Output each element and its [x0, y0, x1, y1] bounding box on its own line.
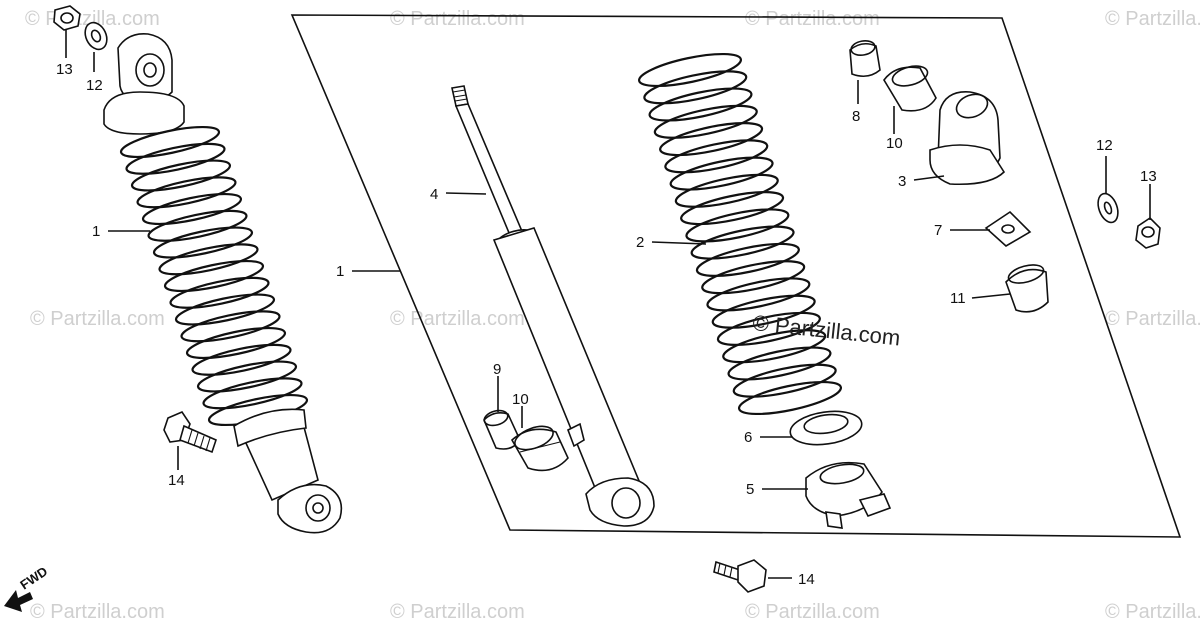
spring-coil: [701, 260, 806, 295]
callout-8: 8: [852, 108, 860, 125]
washer-icon[interactable]: [1094, 191, 1121, 225]
spring-coil: [202, 377, 303, 410]
spring-coil: [637, 52, 743, 88]
spring-coil: [659, 122, 764, 157]
spring-adjuster-icon[interactable]: [805, 461, 892, 529]
spring-coil: [706, 277, 811, 312]
spring-coil: [711, 294, 816, 329]
assembled-shock-absorber[interactable]: [103, 32, 343, 534]
callout-1: 1: [336, 263, 344, 280]
arrow-icon: [4, 590, 33, 612]
callout-labels: 1 1 2 3 4 5 6 7 8 9 10 10 11 12 12 13 13…: [56, 61, 1157, 588]
spring-coil: [180, 310, 281, 343]
spring-coil: [669, 156, 774, 191]
watermark: © Partzilla.com: [745, 601, 880, 623]
callout-4: 4: [430, 186, 438, 203]
spring-seat-icon[interactable]: [788, 407, 864, 449]
spring-coil: [674, 173, 779, 208]
coil-spring: [119, 125, 309, 427]
spring-coil: [643, 70, 748, 105]
damper-unit[interactable]: [451, 85, 655, 527]
callout-12: 12: [86, 77, 103, 94]
leader-lines: [65, 30, 1151, 579]
spring-coil: [152, 226, 254, 259]
callout-9: 9: [493, 361, 501, 378]
washer-icon[interactable]: [81, 19, 111, 53]
spring-coil: [196, 360, 298, 393]
lock-nut-icon[interactable]: [53, 5, 81, 31]
spring-coil: [125, 142, 226, 175]
spring-coil: [648, 87, 753, 122]
spring-coil: [147, 209, 248, 242]
spring-coil: [185, 326, 287, 360]
fwd-label: FWD: [17, 563, 50, 592]
watermark: © Partzilla.com: [1105, 308, 1200, 330]
spring-coil: [130, 159, 232, 192]
spring-coil: [664, 139, 769, 174]
watermark: © Partzilla.com: [745, 8, 880, 30]
spring-coil: [158, 243, 259, 276]
callout-6: 6: [744, 429, 752, 446]
bolt-icon[interactable]: [713, 559, 767, 593]
callout-14: 14: [798, 571, 815, 588]
spring-coil: [141, 192, 243, 226]
spring-coil: [119, 125, 221, 159]
watermark: © Partzilla.com: [30, 308, 165, 330]
spring-coil: [680, 191, 785, 226]
callout-11: 11: [950, 290, 966, 307]
callout-13: 13: [56, 61, 73, 78]
exploded-view-frame: [290, 14, 1182, 538]
spring-coil: [169, 276, 270, 309]
spring-coil: [191, 343, 292, 376]
callout-1: 1: [92, 223, 100, 240]
callout-7: 7: [934, 222, 942, 239]
spring-coil: [727, 346, 832, 381]
callout-12: 12: [1096, 137, 1113, 154]
bushing-icon[interactable]: [883, 63, 937, 112]
callout-5: 5: [746, 481, 754, 498]
callout-2: 2: [636, 234, 644, 251]
upper-mount-icon[interactable]: [929, 90, 1006, 186]
rubber-bushing-icon[interactable]: [1005, 262, 1049, 313]
callout-10: 10: [886, 135, 903, 152]
watermark-layer: © Partzilla.com © Partzilla.com © Partzi…: [25, 8, 1200, 623]
spring-coil: [716, 311, 821, 346]
spring-coil: [737, 380, 843, 416]
bolt-icon[interactable]: [163, 411, 217, 454]
watermark: © Partzilla.com: [1105, 601, 1200, 623]
watermark: © Partzilla.com: [1105, 8, 1200, 30]
spring-coil: [722, 329, 827, 364]
spring-coil: [685, 208, 790, 243]
watermark: © Partzilla.com: [390, 8, 525, 30]
center-watermark: © Partzilla.com: [751, 310, 901, 350]
callout-10: 10: [512, 391, 529, 408]
plate-icon[interactable]: [984, 210, 1032, 247]
spring-coil: [653, 104, 758, 139]
watermark: © Partzilla.com: [390, 601, 525, 623]
collar-icon[interactable]: [849, 39, 881, 78]
watermark: © Partzilla.com: [390, 308, 525, 330]
callout-3: 3: [898, 173, 906, 190]
callout-13: 13: [1140, 168, 1157, 185]
bushing-icon[interactable]: [510, 422, 569, 472]
spring-coil: [163, 259, 265, 293]
spring-coil: [732, 363, 837, 398]
lock-nut-icon[interactable]: [1135, 216, 1161, 249]
callout-14: 14: [168, 472, 185, 489]
watermark: © Partzilla.com: [30, 601, 165, 623]
spring-coil: [136, 176, 237, 209]
spring-coil: [174, 293, 276, 326]
spring-coil: [690, 225, 795, 260]
coil-spring-part[interactable]: [637, 47, 844, 420]
spring-coil: [695, 242, 800, 277]
